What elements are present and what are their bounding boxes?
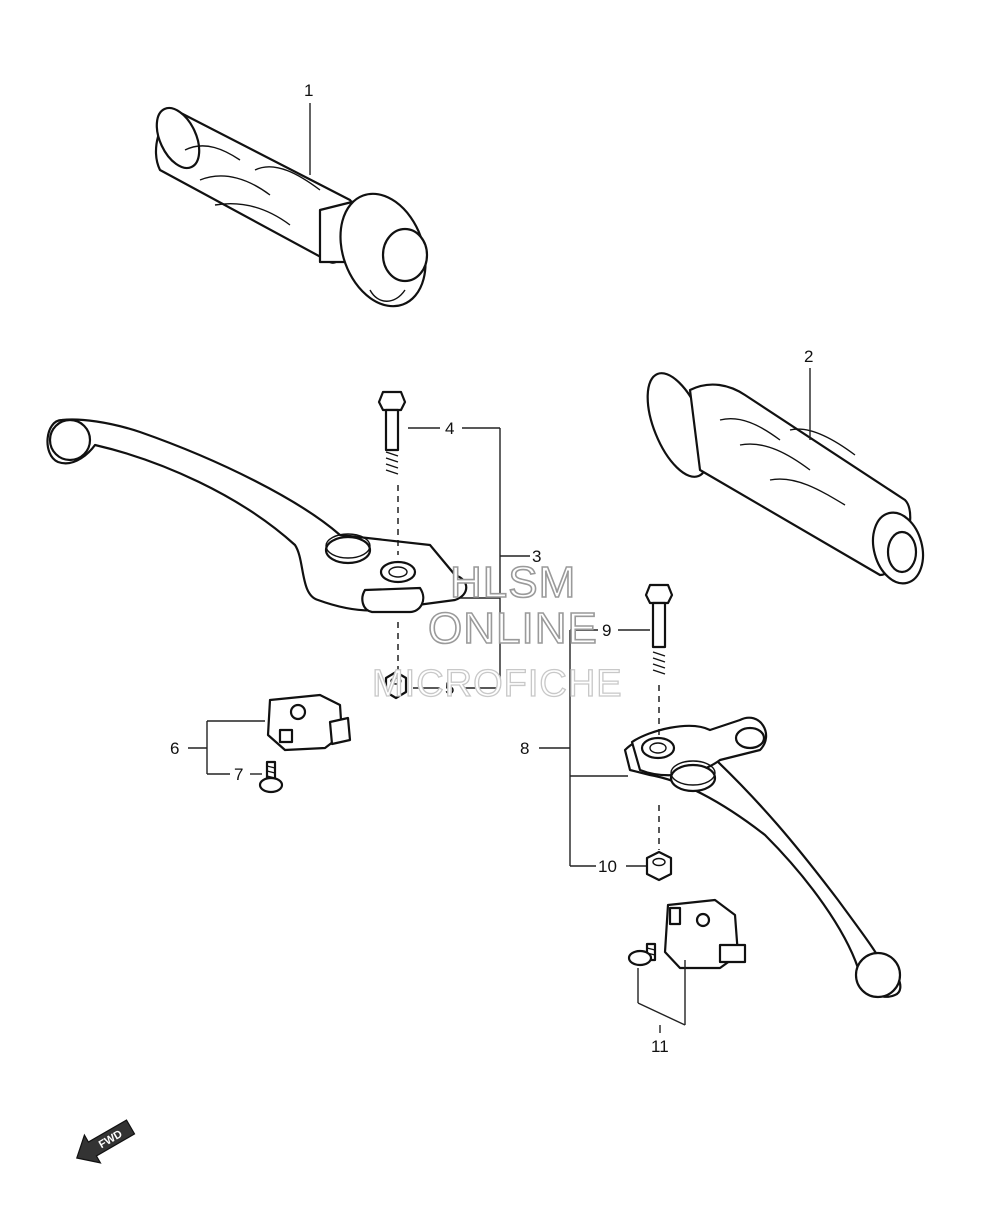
callout-9: 9	[602, 621, 611, 640]
nut-right-part	[645, 805, 673, 882]
watermark-line-3: MICROFICHE	[372, 663, 623, 705]
watermark-line-1: HLSM	[450, 558, 576, 607]
bolt-right-part	[644, 583, 674, 738]
switch-right-part	[627, 898, 747, 970]
callout-labels: 1 2 3 4 5 6 7 8 9 10 11	[170, 81, 813, 1056]
callout-4: 4	[445, 419, 454, 438]
leader-lines	[188, 103, 811, 1033]
callout-6: 6	[170, 739, 179, 758]
grip-right-part	[646, 372, 925, 585]
grip-left-part	[155, 106, 429, 308]
callout-3: 3	[532, 547, 541, 566]
watermark: HLSM ONLINE MICROFICHE	[371, 557, 623, 705]
nut-left-part	[384, 622, 408, 700]
callout-5: 5	[445, 679, 454, 698]
watermark-line-2: ONLINE	[428, 604, 598, 653]
fwd-arrow-icon: FWD	[76, 1119, 136, 1164]
bolt-left-part	[377, 390, 407, 555]
callout-10: 10	[598, 857, 617, 876]
callout-11: 11	[651, 1037, 669, 1056]
callout-1: 1	[304, 81, 313, 100]
switch-left-part	[266, 693, 352, 752]
callout-7: 7	[234, 765, 243, 784]
callout-2: 2	[804, 347, 813, 366]
screw-left-part	[258, 760, 284, 794]
lever-right-part	[623, 716, 902, 999]
lever-left-part	[46, 418, 468, 614]
callout-8: 8	[520, 739, 529, 758]
